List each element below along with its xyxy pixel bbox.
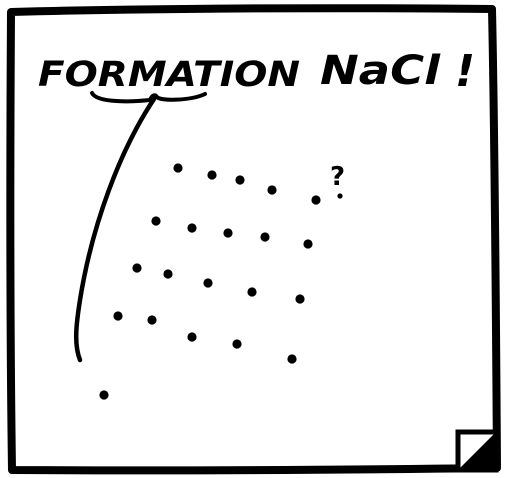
lattice-dot xyxy=(303,239,312,248)
lattice-dot xyxy=(203,278,212,287)
lattice-dot xyxy=(337,193,342,198)
lattice-dot xyxy=(187,332,196,341)
lattice-dot xyxy=(311,195,320,204)
lattice-dot xyxy=(187,223,196,232)
lattice-dot xyxy=(163,269,172,278)
lattice-dot xyxy=(267,185,276,194)
title-formation: FORMATION xyxy=(38,55,300,95)
lattice-dot xyxy=(113,311,122,320)
lattice-dot xyxy=(223,228,232,237)
lattice-dot xyxy=(99,390,108,399)
lattice-dot xyxy=(147,315,156,324)
lattice-dot xyxy=(287,354,296,363)
lattice-dot xyxy=(132,263,141,272)
title-nacl: NaCl xyxy=(320,48,441,94)
lattice-dot xyxy=(235,175,244,184)
question-mark: ? xyxy=(330,162,345,192)
lattice-dot xyxy=(295,294,304,303)
lattice-dot xyxy=(151,216,160,225)
title-exclamation: ! xyxy=(455,46,475,97)
folded-corner-icon xyxy=(458,432,496,470)
lattice-dot xyxy=(247,287,256,296)
lattice-dot xyxy=(173,163,182,172)
pointer-line xyxy=(76,99,154,360)
lattice-dot xyxy=(232,339,241,348)
lattice-dot xyxy=(260,232,269,241)
lattice-dot xyxy=(207,170,216,179)
crystal-dot-lattice xyxy=(99,163,342,399)
